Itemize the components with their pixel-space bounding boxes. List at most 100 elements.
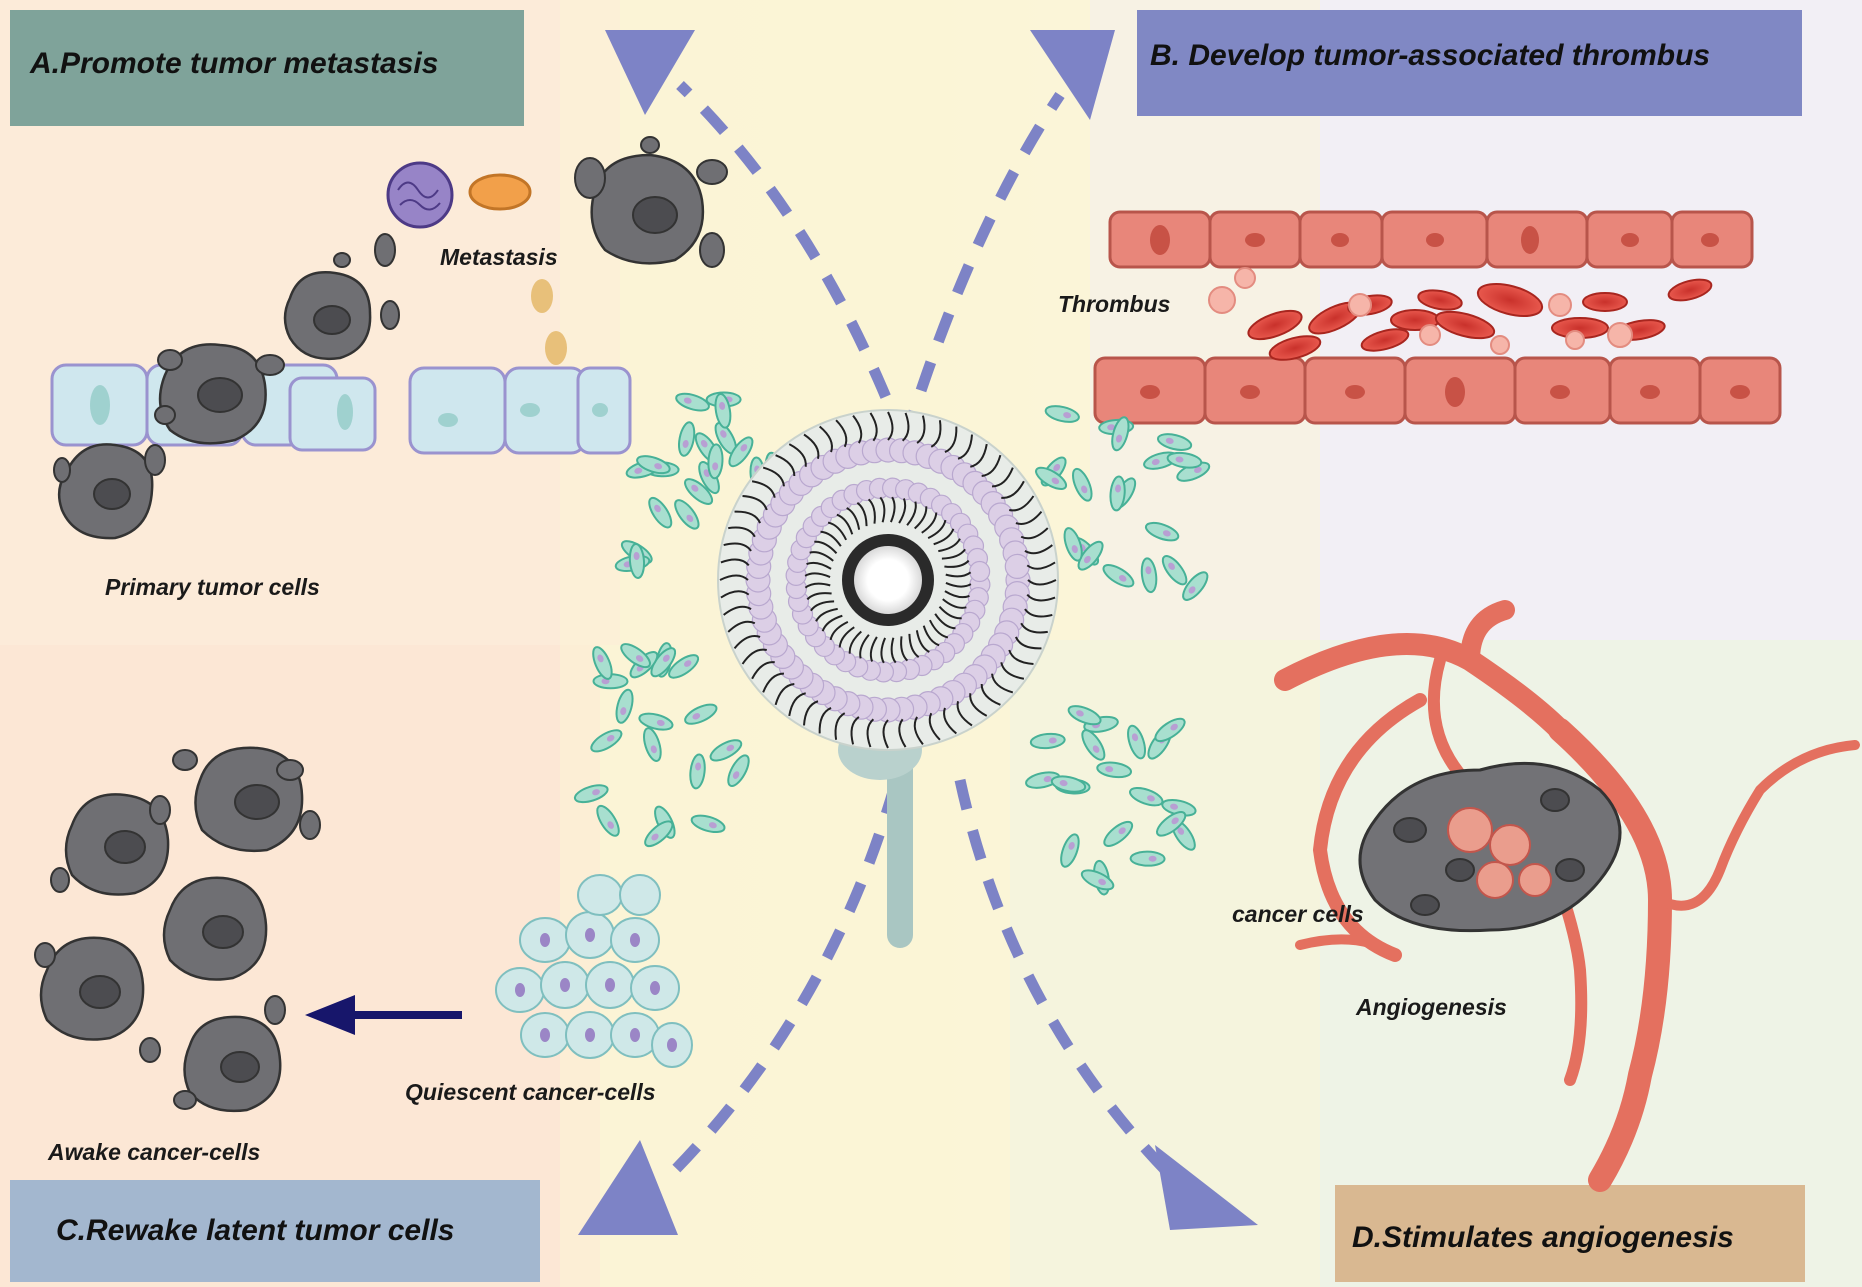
cell-core: [854, 546, 922, 614]
platelet: [690, 814, 726, 834]
label-primary-tumor-cells: Primary tumor cells: [105, 574, 320, 600]
platelet: [1035, 466, 1068, 490]
platelet: [1103, 820, 1134, 847]
platelet: [1140, 557, 1158, 594]
platelet: [590, 729, 623, 753]
lipid-layer-inner: [785, 477, 991, 683]
platelet: [1072, 467, 1093, 502]
platelet: [1109, 475, 1126, 512]
activated-platelets: [1208, 267, 1633, 355]
platelet: [1129, 787, 1164, 807]
vesicle: [531, 279, 553, 313]
arrow-to-panel-b-line: [899, 91, 1065, 442]
platelet: [638, 712, 674, 731]
platelet: [1182, 571, 1209, 601]
platelet: [615, 688, 634, 724]
platelet: [1081, 729, 1106, 761]
label-cancer-cells: cancer cells: [1232, 901, 1364, 927]
platelet: [596, 804, 620, 837]
label-awake-cancer-cells: Awake cancer-cells: [47, 1139, 260, 1165]
platelet: [714, 393, 732, 429]
platelet: [1067, 705, 1102, 726]
platelet: [1029, 732, 1066, 750]
red-cells-in-tumor: [1447, 807, 1552, 899]
panel-d-header: D.Stimulates angiogenesis: [1335, 1185, 1805, 1282]
platelet: [573, 784, 609, 804]
label-thrombus: Thrombus: [1058, 291, 1170, 317]
arrowhead-panel-d: [1155, 1145, 1258, 1230]
panel-a-title: A.Promote tumor metastasis: [29, 47, 438, 80]
arrow-to-panel-d-line: [954, 778, 1174, 1179]
platelet: [728, 436, 754, 468]
arrowhead-panel-b: [1030, 30, 1115, 120]
panel-d-tumor-mass: [1358, 761, 1622, 933]
platelet: [628, 543, 646, 579]
awaken-arrow: [305, 995, 462, 1035]
arrowhead-panel-c: [578, 1140, 678, 1235]
dashed-arrows: [671, 81, 1174, 1179]
platelet: [674, 499, 700, 530]
platelet: [1060, 833, 1080, 868]
platelet: [1096, 761, 1133, 779]
tumor-cell: [162, 876, 268, 981]
platelet: [1161, 555, 1188, 586]
panel-c-header-box: [10, 1180, 540, 1282]
panel-c-title: C.Rewake latent tumor cells: [56, 1214, 454, 1247]
lipid-layer-outer: [719, 411, 1057, 749]
platelet: [677, 421, 696, 457]
platelet: [684, 478, 714, 505]
red-blood-cells: [1247, 278, 1713, 361]
tumor-fragments: [34, 749, 321, 1110]
platelet: [1077, 540, 1104, 571]
tumor-fragments: [53, 136, 728, 483]
platelet: [1166, 451, 1203, 469]
platelet: [1080, 869, 1115, 891]
platelet-clusters: [573, 391, 1211, 896]
platelet: [1144, 521, 1180, 542]
platelet: [1050, 775, 1087, 793]
platelet: [1063, 527, 1083, 562]
panel-b-title: B. Develop tumor-associated thrombus: [1150, 39, 1710, 72]
label-metastasis: Metastasis: [440, 244, 558, 270]
panel-d-header-box: [1335, 1185, 1805, 1282]
panel-d-title: D.Stimulates angiogenesis: [1352, 1221, 1734, 1254]
platelet: [592, 646, 613, 680]
central-cell: [717, 409, 1059, 948]
tumor-cell: [39, 936, 145, 1041]
panel-b-header-box: [1137, 10, 1802, 116]
platelet: [1129, 850, 1166, 867]
panel-b-header: B. Develop tumor-associated thrombus: [1137, 10, 1802, 116]
arrowhead-panel-a: [605, 30, 695, 115]
platelet: [684, 703, 718, 725]
exosome-icon: [468, 173, 532, 211]
arrow-to-panel-a-line: [676, 81, 911, 447]
tumor-cell: [590, 153, 705, 265]
platelet: [668, 654, 700, 679]
panel-c-header: C.Rewake latent tumor cells: [10, 1180, 540, 1282]
platelet: [1044, 405, 1080, 423]
tumor-cell: [64, 793, 170, 896]
platelet: [675, 392, 710, 412]
tumor-cell: [283, 271, 372, 361]
platelet: [636, 455, 671, 475]
panel-d-vessel-tree: [1274, 600, 1860, 1192]
label-angiogenesis: Angiogenesis: [1355, 994, 1507, 1020]
tumor-cell: [57, 443, 154, 540]
platelet: [689, 753, 706, 790]
platelet: [727, 754, 750, 787]
quiescent-cell-nuclei: [515, 928, 677, 1052]
platelet: [707, 443, 724, 480]
panel-a-endothelium: [50, 363, 632, 455]
panel-a-header: A.Promote tumor metastasis: [10, 10, 524, 126]
platelet: [1156, 811, 1187, 837]
vessel-nuclei: [1140, 225, 1750, 407]
platelet: [1025, 771, 1061, 789]
panel-a-header-box: [10, 10, 524, 126]
tumor-cell: [158, 343, 267, 445]
arrow-to-panel-c-line: [671, 783, 901, 1174]
platelet: [620, 643, 651, 669]
platelet: [1156, 433, 1193, 451]
platelet: [1154, 717, 1186, 743]
arrow-heads: [578, 30, 1258, 1235]
